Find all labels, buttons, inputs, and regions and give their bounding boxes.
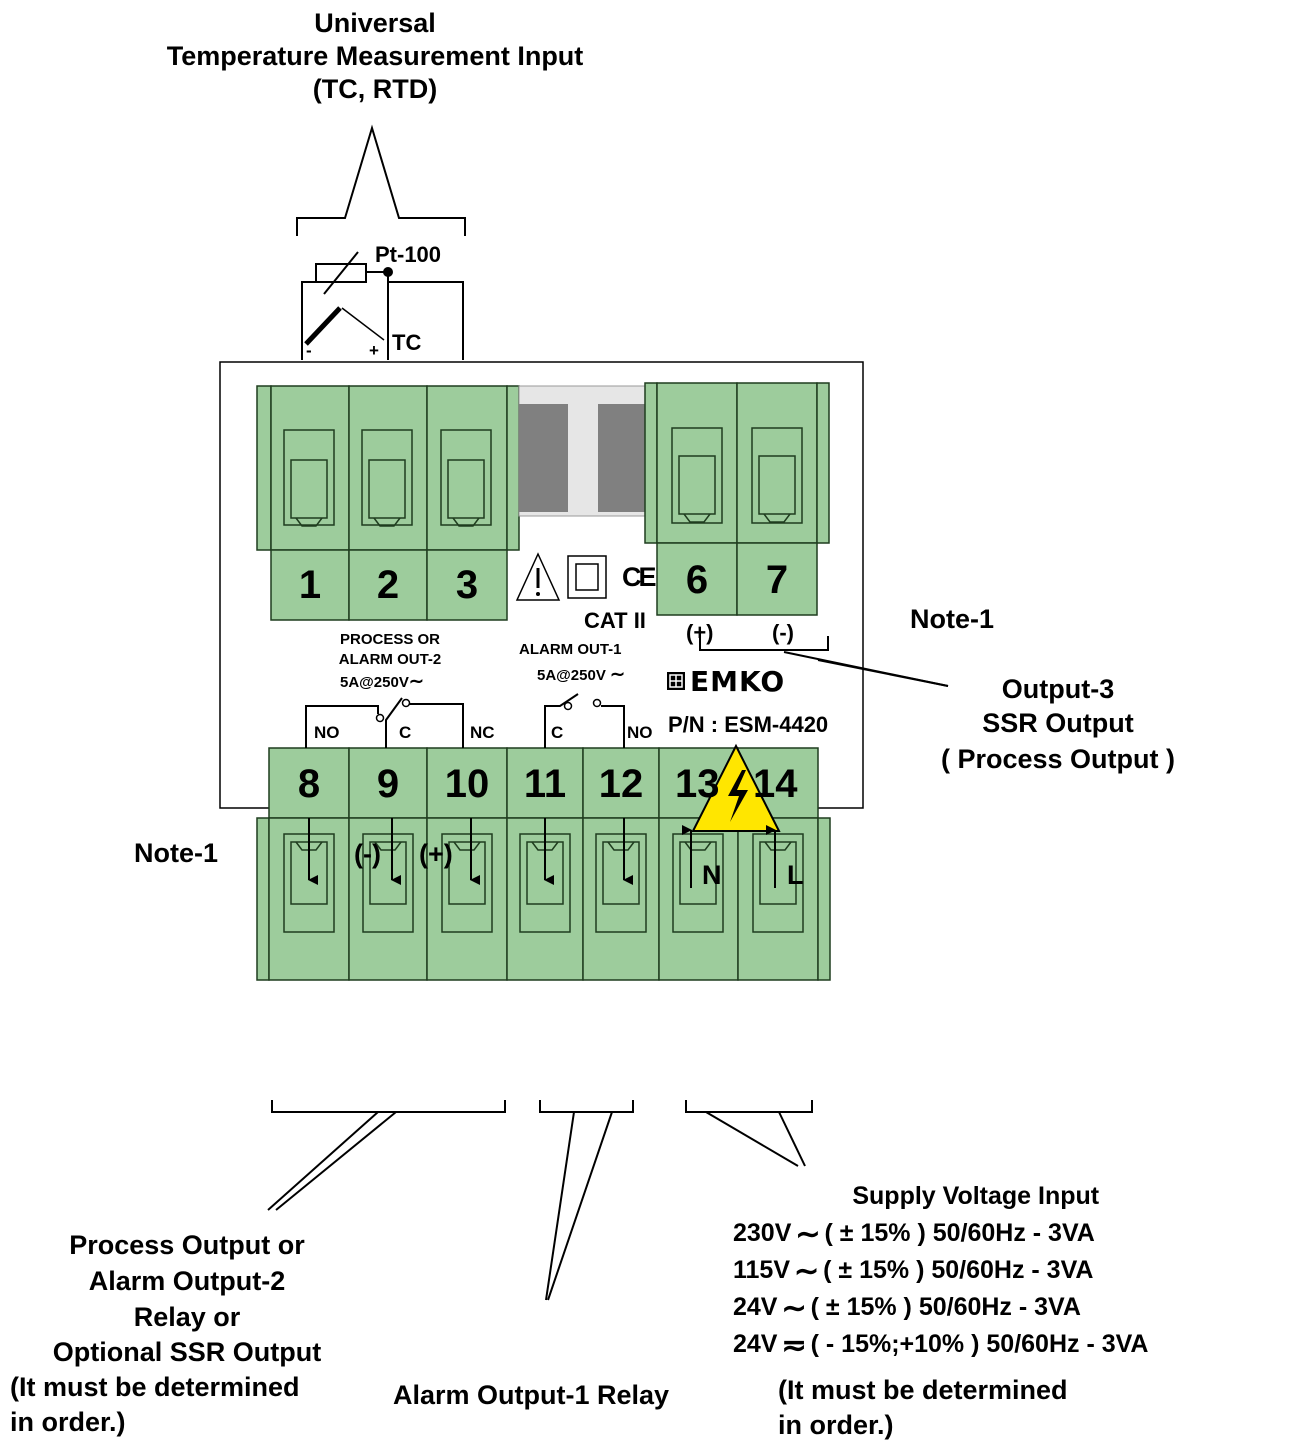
process-output-line6: in order.) bbox=[10, 1407, 126, 1437]
terminal-7: 7 bbox=[765, 558, 789, 602]
supply-note-line2: in order.) bbox=[778, 1410, 894, 1440]
output3-line2: SSR Output bbox=[982, 708, 1134, 738]
input-title-line3: (TC, RTD) bbox=[312, 74, 438, 104]
relay-out2-rating-text: 5A@250V bbox=[340, 674, 409, 691]
tc-plus-label: + bbox=[369, 341, 379, 360]
polarity-minus-label: (-) bbox=[772, 620, 794, 645]
caution-icon bbox=[515, 552, 561, 601]
terminal-no-label: NO bbox=[314, 723, 340, 742]
connector-block-6-7 bbox=[644, 382, 830, 616]
signal-n-label: N bbox=[702, 860, 722, 890]
ce-mark: CE bbox=[622, 562, 656, 592]
emko-logo-icon bbox=[667, 672, 685, 690]
contact-point bbox=[401, 698, 411, 708]
supply-row-230v: 230V∼( ± 15% ) 50/60Hz - 3VA bbox=[733, 1215, 1149, 1252]
supply-spec: ( ± 15% ) 50/60Hz - 3VA bbox=[824, 1219, 1095, 1247]
supply-row-24v-acdc: 24V≂( - 15%;+10% ) 50/60Hz - 3VA bbox=[733, 1326, 1149, 1363]
contact-point bbox=[375, 713, 385, 723]
supply-note-line1: (It must be determined bbox=[778, 1375, 1068, 1405]
pt100-junction bbox=[383, 267, 393, 277]
contact-point bbox=[592, 698, 602, 708]
terminal-12: 12 bbox=[598, 762, 644, 806]
terminal-c-label: C bbox=[551, 723, 564, 742]
supply-spec: ( - 15%;+10% ) 50/60Hz - 3VA bbox=[810, 1330, 1149, 1358]
output3-line3: ( Process Output ) bbox=[940, 744, 1176, 774]
input-title-line2: Temperature Measurement Input bbox=[166, 41, 584, 71]
ac-icon: ∼ bbox=[795, 1218, 821, 1251]
signal-l-label: L bbox=[787, 860, 804, 890]
supply-voltage-block: Supply Voltage Input 230V∼( ± 15% ) 50/6… bbox=[733, 1178, 1149, 1363]
ac-icon: ∼ bbox=[408, 671, 424, 691]
connector-screws-1-3 bbox=[283, 429, 492, 527]
terminal-11: 11 bbox=[523, 762, 567, 806]
transformer-cores bbox=[518, 385, 656, 517]
note-right: Note-1 bbox=[910, 604, 995, 634]
alarm-output1-label: Alarm Output-1 Relay bbox=[393, 1380, 670, 1410]
supply-row-115v: 115V∼( ± 15% ) 50/60Hz - 3VA bbox=[733, 1252, 1149, 1289]
ac-icon: ∼ bbox=[610, 664, 626, 684]
signal-plus-label: (+) bbox=[419, 839, 453, 869]
ac-icon: ∼ bbox=[794, 1255, 820, 1288]
terminal-8: 8 bbox=[297, 762, 321, 806]
tc-label: TC bbox=[392, 330, 422, 355]
relay-out1-line1: ALARM OUT-1 bbox=[519, 641, 622, 658]
relay-out1-wiring bbox=[544, 693, 625, 748]
connector-screws-6-7 bbox=[671, 427, 803, 524]
pt100-label: Pt-100 bbox=[375, 242, 442, 267]
cat-ii-label: CAT II bbox=[584, 608, 646, 633]
output3-leaders bbox=[699, 636, 949, 687]
terminal-3: 3 bbox=[455, 563, 479, 607]
supply-spec: ( ± 15% ) 50/60Hz - 3VA bbox=[810, 1293, 1081, 1321]
terminal-9: 9 bbox=[376, 762, 400, 806]
terminal-13: 13 bbox=[675, 762, 720, 806]
process-output-line5: (It must be determined bbox=[10, 1372, 300, 1402]
tc-minus-label: - bbox=[306, 341, 312, 360]
note-left: Note-1 bbox=[134, 838, 219, 868]
relay-out2-wiring bbox=[305, 697, 464, 748]
part-number-label: P/N : ESM-4420 bbox=[668, 712, 829, 737]
contact-point bbox=[563, 701, 573, 711]
supply-row-24v-ac: 24V∼( ± 15% ) 50/60Hz - 3VA bbox=[733, 1289, 1149, 1326]
double-insulation-icon bbox=[567, 555, 607, 599]
relay-out2-rating: 5A@250V∼ bbox=[340, 672, 424, 690]
terminal-2: 2 bbox=[376, 563, 400, 607]
input-title-line1: Universal bbox=[314, 8, 436, 38]
polarity-plus-label: (+) bbox=[686, 620, 714, 645]
output-arrows bbox=[308, 818, 776, 888]
signal-minus-label: (-) bbox=[354, 839, 381, 869]
relay-out1-rating-text: 5A@250V bbox=[537, 667, 606, 684]
supply-title: Supply Voltage Input bbox=[852, 1182, 1100, 1210]
terminal-14: 14 bbox=[753, 762, 798, 806]
supply-voltage: 24V bbox=[733, 1330, 778, 1358]
process-output-line4: Optional SSR Output bbox=[52, 1337, 322, 1367]
terminal-6: 6 bbox=[685, 558, 709, 602]
high-voltage-warning-icon bbox=[691, 743, 781, 832]
relay-out1-rating: 5A@250V ∼ bbox=[537, 665, 625, 683]
bottom-brackets bbox=[267, 1100, 813, 1301]
process-output-line1: Process Output or bbox=[69, 1230, 305, 1260]
ac-icon: ∼ bbox=[781, 1292, 807, 1325]
supply-voltage: 24V bbox=[733, 1293, 778, 1321]
terminal-c-label: C bbox=[399, 723, 412, 742]
supply-voltage: 230V bbox=[733, 1219, 792, 1247]
process-output-line2: Alarm Output-2 bbox=[88, 1266, 286, 1296]
terminal-no-label: NO bbox=[627, 723, 653, 742]
ac-dc-icon: ≂ bbox=[781, 1329, 807, 1362]
brand-logo: EMKO bbox=[690, 665, 786, 698]
process-output-line3: Relay or bbox=[133, 1302, 241, 1332]
relay-out2-line2: ALARM OUT-2 bbox=[338, 651, 442, 668]
terminal-1: 1 bbox=[298, 563, 322, 607]
output3-line1: Output-3 bbox=[1001, 674, 1115, 704]
supply-voltage: 115V bbox=[733, 1256, 791, 1284]
terminal-nc-label: NC bbox=[470, 723, 495, 742]
relay-out2-line1: PROCESS OR bbox=[339, 631, 441, 648]
supply-spec: ( ± 15% ) 50/60Hz - 3VA bbox=[823, 1256, 1094, 1284]
terminal-10: 10 bbox=[444, 762, 490, 806]
